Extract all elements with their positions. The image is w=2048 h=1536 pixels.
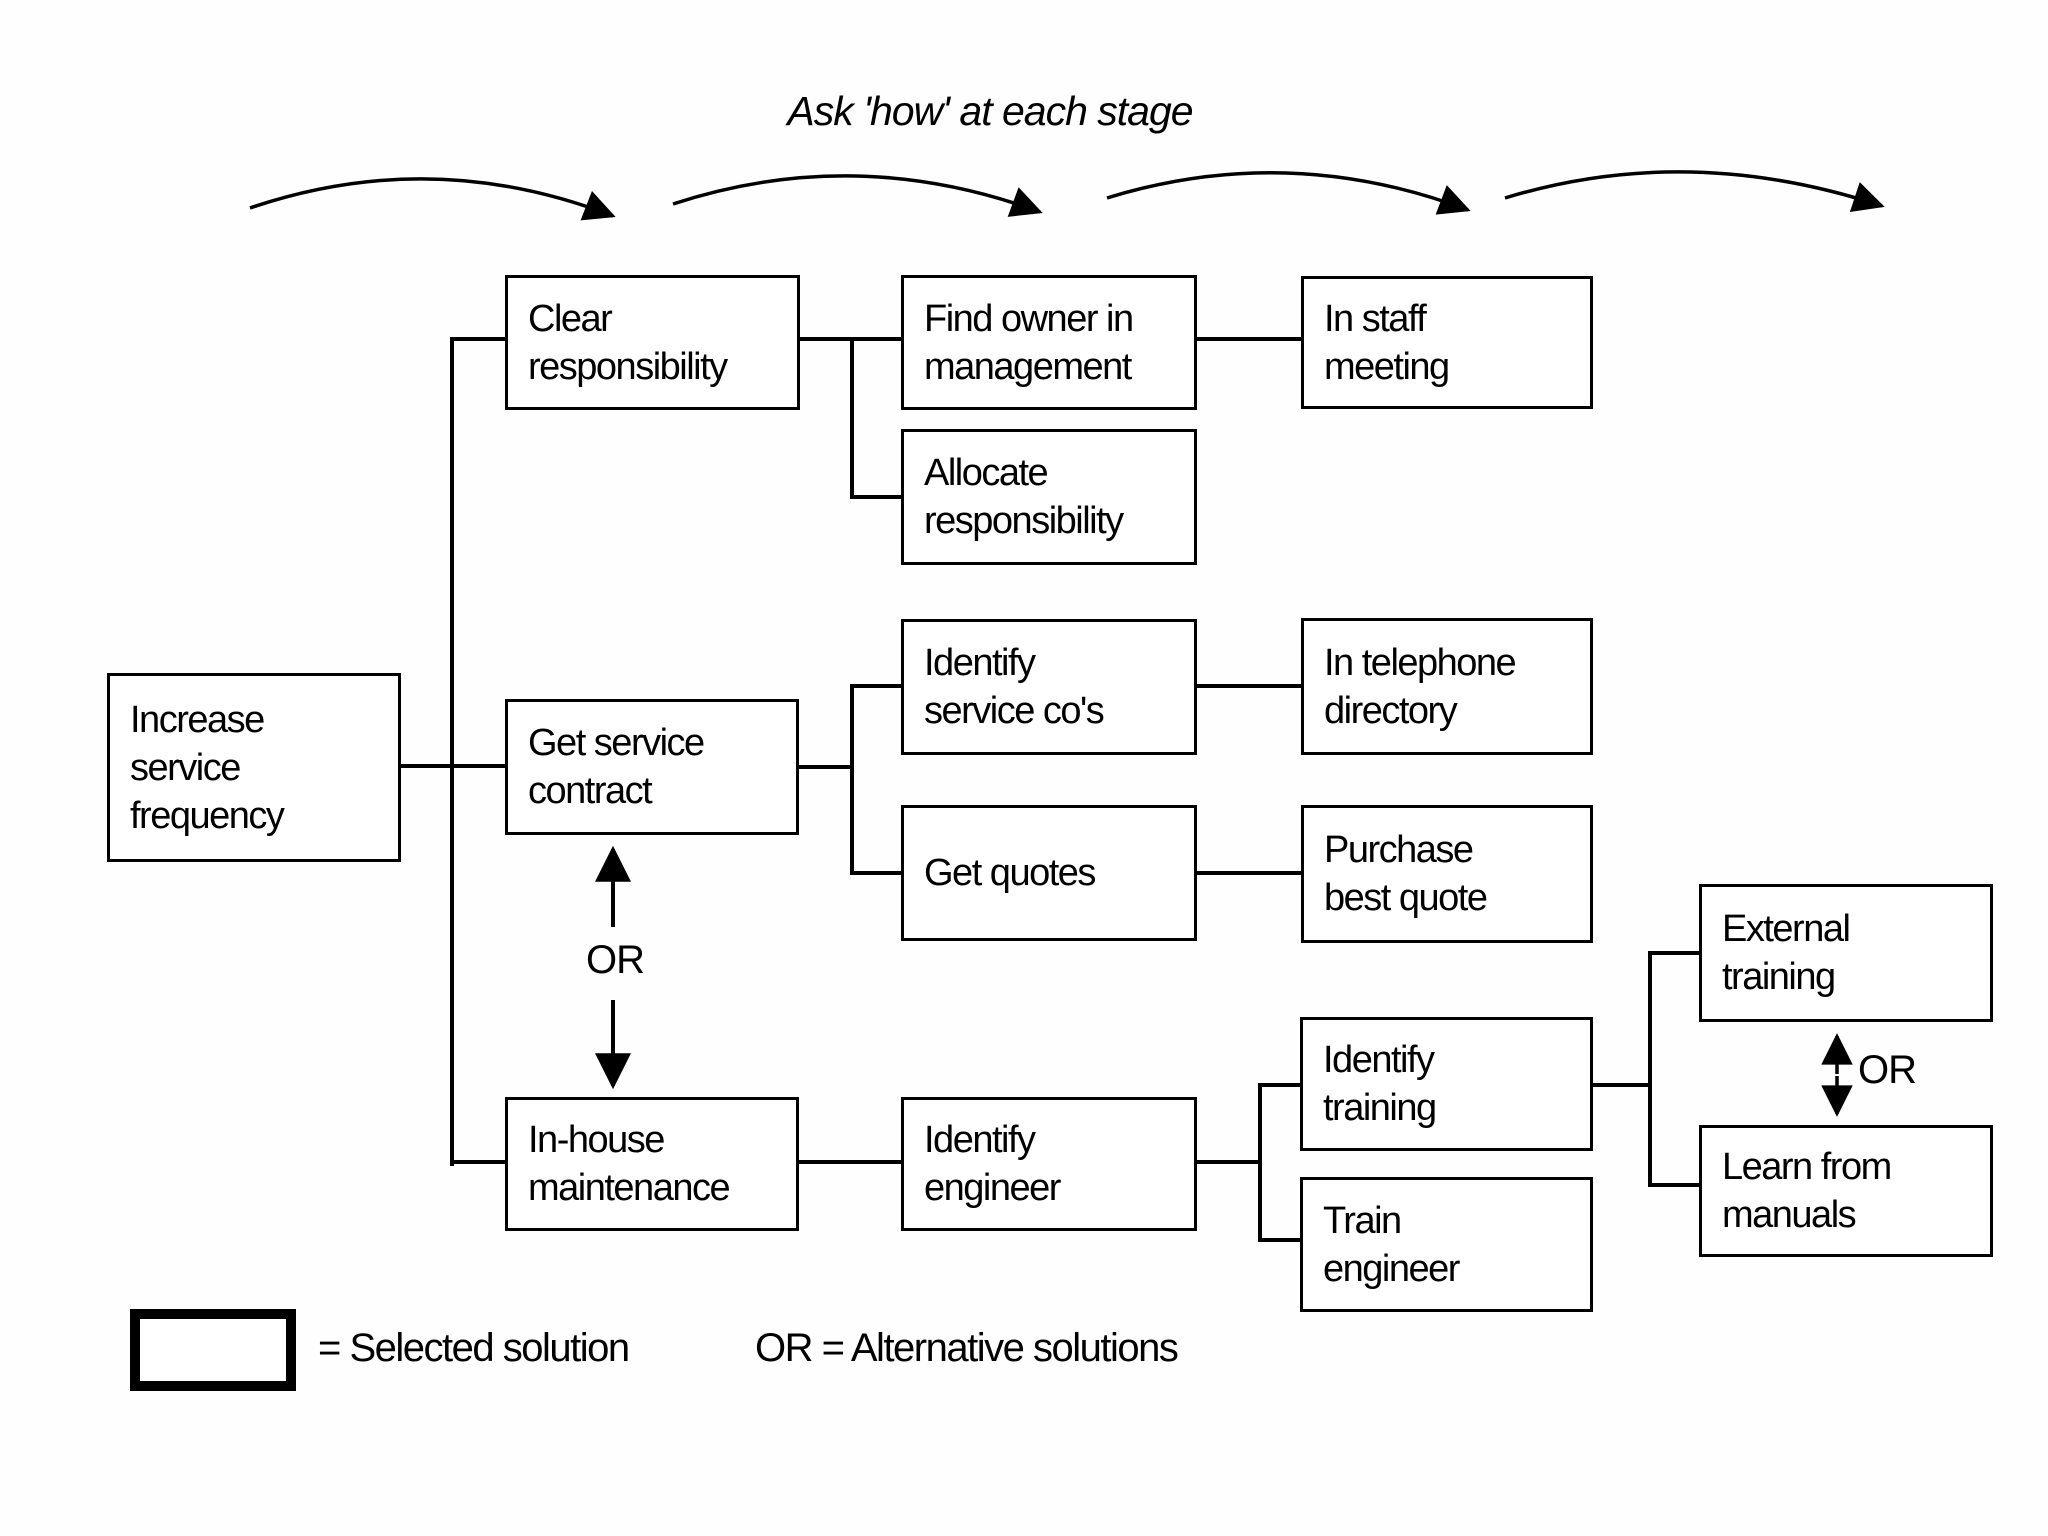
node-purchase-best-quote: Purchase best quote — [1301, 805, 1593, 943]
connector — [452, 1160, 507, 1164]
connector — [850, 495, 903, 499]
connector — [797, 1160, 903, 1164]
node-identify-training: Identify training — [1300, 1017, 1593, 1151]
connector — [401, 764, 507, 768]
legend-alternative-label: OR = Alternative solutions — [755, 1326, 1179, 1370]
legend-selected-solution-box — [130, 1309, 296, 1391]
connector — [452, 337, 507, 341]
or-label-external-vs-manuals: OR — [1858, 1048, 1917, 1092]
node-in-house-maintenance: In-house maintenance — [505, 1097, 799, 1231]
junction-connector — [1258, 1083, 1262, 1242]
node-train-engineer: Train engineer — [1300, 1177, 1593, 1312]
connector — [850, 684, 903, 688]
node-increase-service-frequency: Increase service frequency — [107, 673, 401, 862]
connector — [1648, 951, 1701, 955]
node-find-owner-in-management: Find owner in management — [901, 275, 1197, 410]
connector — [1195, 1160, 1262, 1164]
diagram-title: Ask 'how' at each stage — [787, 88, 1193, 134]
connector — [1195, 871, 1303, 875]
connector — [1258, 1083, 1302, 1087]
legend-selected-label: = Selected solution — [318, 1326, 630, 1370]
trunk-connector — [450, 337, 454, 1166]
connector — [1195, 337, 1303, 341]
junction-connector — [1648, 951, 1652, 1187]
node-get-service-contract: Get service contract — [505, 699, 799, 835]
connector — [1648, 1183, 1701, 1187]
node-clear-responsibility: Clear responsibility — [505, 275, 800, 410]
connector — [1258, 1238, 1302, 1242]
connector — [797, 765, 852, 769]
junction-connector — [850, 684, 854, 875]
node-in-telephone-directory: In telephone directory — [1301, 618, 1593, 755]
node-in-staff-meeting: In staff meeting — [1301, 276, 1593, 409]
node-identify-engineer: Identify engineer — [901, 1097, 1197, 1231]
connector — [1591, 1083, 1652, 1087]
curved-arrow-icon-3 — [1106, 170, 1471, 215]
node-identify-service-cos: Identify service co's — [901, 619, 1197, 755]
curved-arrow-icon-4 — [1504, 170, 1885, 212]
connector — [1195, 684, 1303, 688]
node-get-quotes: Get quotes — [901, 805, 1197, 941]
junction-connector — [850, 337, 854, 499]
curved-arrow-icon-2 — [672, 174, 1043, 217]
or-label-contract-vs-inhouse: OR — [586, 938, 645, 982]
node-learn-from-manuals: Learn from manuals — [1699, 1125, 1993, 1257]
node-external-training: External training — [1699, 884, 1993, 1022]
connector — [850, 871, 903, 875]
node-allocate-responsibility: Allocate responsibility — [901, 429, 1197, 565]
curved-arrow-icon-1 — [249, 177, 616, 221]
